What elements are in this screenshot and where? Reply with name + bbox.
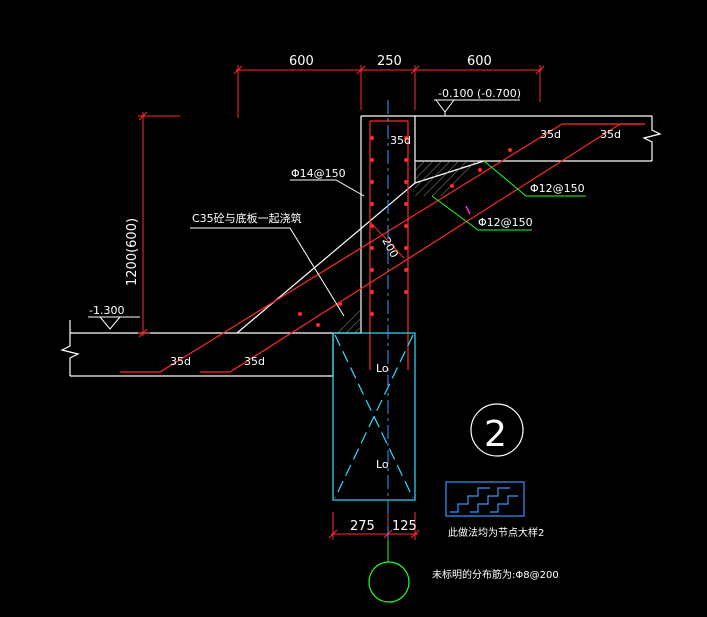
- elevation-upper: -0.100 (-0.700): [438, 87, 521, 100]
- elevation-lower: -1.300: [89, 304, 124, 317]
- column-label-upper: Lo: [376, 362, 389, 375]
- detail-number: 2: [484, 414, 507, 455]
- legend-symbol: [445, 481, 525, 517]
- hatch-lower: [333, 302, 361, 333]
- rebar-wall-label: Φ14@150: [291, 167, 346, 180]
- anchorage-bottom-a: 35d: [170, 355, 191, 368]
- hatch-upper: [415, 161, 484, 196]
- rebar-slab-top-label: Φ12@150: [530, 182, 585, 195]
- anchorage-top-b: 35d: [600, 128, 621, 141]
- anchorage-top-inner: 35d: [390, 134, 411, 147]
- leader-lines: [190, 160, 586, 562]
- rebar-dots: [298, 136, 512, 327]
- rebar-lines: [120, 120, 645, 373]
- anchorage-bottom-b: 35d: [244, 355, 265, 368]
- dimension-lines: [138, 65, 545, 540]
- legend-text: 此做法均为节点大样2: [448, 526, 544, 539]
- axis-circle: [368, 561, 410, 603]
- dim-diagonal: 200: [379, 235, 400, 260]
- dim-top-left: 600: [289, 54, 314, 69]
- column-label-lower: Lo: [376, 458, 389, 471]
- dim-bottom-right: 125: [392, 519, 417, 534]
- distribution-note: 未标明的分布筋为:Φ8@200: [432, 568, 559, 581]
- dim-bottom-left: 275: [350, 519, 375, 534]
- elevation-markers: [88, 99, 520, 330]
- concrete-note: C35砼与底板一起浇筑: [192, 211, 302, 225]
- dim-vertical: 1200(600): [125, 218, 140, 286]
- magenta-tick: [465, 205, 471, 215]
- dim-top-mid: 250: [377, 54, 402, 69]
- dim-top-right: 600: [467, 54, 492, 69]
- column-outline: [332, 332, 416, 501]
- anchorage-top-a: 35d: [540, 128, 561, 141]
- rebar-slab-bottom-label: Φ12@150: [478, 216, 533, 229]
- detail-number-circle: [470, 403, 524, 457]
